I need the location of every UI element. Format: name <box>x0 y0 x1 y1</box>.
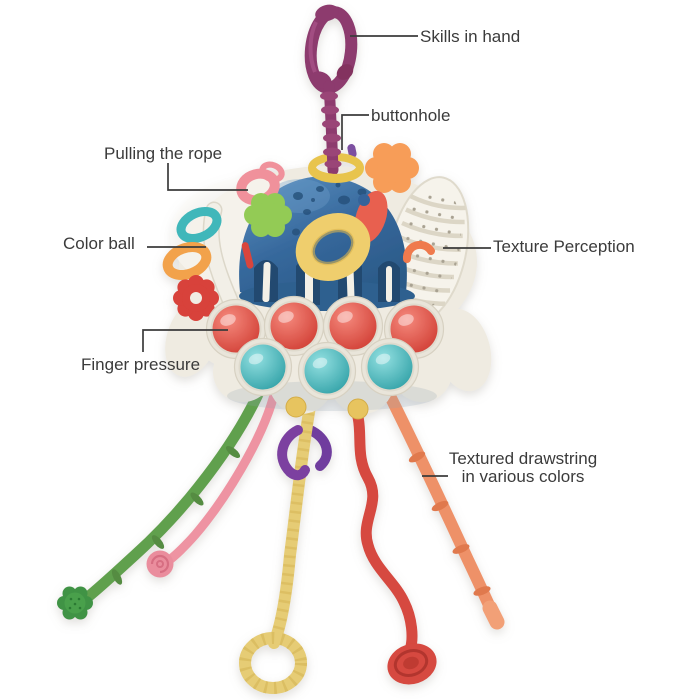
red-stick <box>241 242 254 269</box>
pop-row-teal <box>233 337 420 401</box>
purple-bead <box>347 144 357 158</box>
drawstring-red <box>344 392 437 685</box>
color-ring-orange <box>162 241 212 281</box>
drawstring-yellow <box>239 389 318 694</box>
drawstring-orange <box>384 390 505 630</box>
label-texture-perception: Texture Perception <box>493 237 635 256</box>
toy-illustration <box>57 4 505 694</box>
label-color-ball: Color ball <box>63 234 135 253</box>
leader-lines <box>142 35 491 477</box>
label-textured-drawstring: Textured drawstring in various colors <box>428 450 618 486</box>
yellow-bubble-hint <box>347 398 369 420</box>
color-shapes <box>162 143 435 321</box>
leader-finger-pressure <box>142 329 228 352</box>
hanging-strap <box>304 4 364 183</box>
label-skills-in-hand: Skills in hand <box>420 27 521 46</box>
pop-bubbles <box>205 295 445 420</box>
orange-arc <box>402 240 435 263</box>
green-flower <box>244 193 292 237</box>
label-buttonhole: buttonhole <box>371 106 451 125</box>
yellow-bubble-hint <box>285 396 307 418</box>
purple-clip-back <box>305 425 332 471</box>
drawstring-green <box>57 384 266 620</box>
label-finger-pressure: Finger pressure <box>81 355 201 374</box>
color-gear-red <box>173 275 219 321</box>
label-textured-drawstring-line1: Textured drawstring <box>448 449 598 468</box>
drawstring-pink <box>146 390 279 578</box>
yellow-donut <box>295 213 371 281</box>
purple-clip <box>277 425 310 481</box>
label-pulling-the-rope: Pulling the rope <box>104 144 223 163</box>
green-flower-tip <box>57 586 93 620</box>
leader-pulling-the-rope <box>167 163 248 191</box>
drawstrings <box>57 384 505 694</box>
label-textured-drawstring-line2: in various colors <box>461 467 585 486</box>
leader-buttonhole <box>341 114 369 150</box>
orange-flower <box>365 143 419 193</box>
color-ring-teal <box>176 206 222 244</box>
